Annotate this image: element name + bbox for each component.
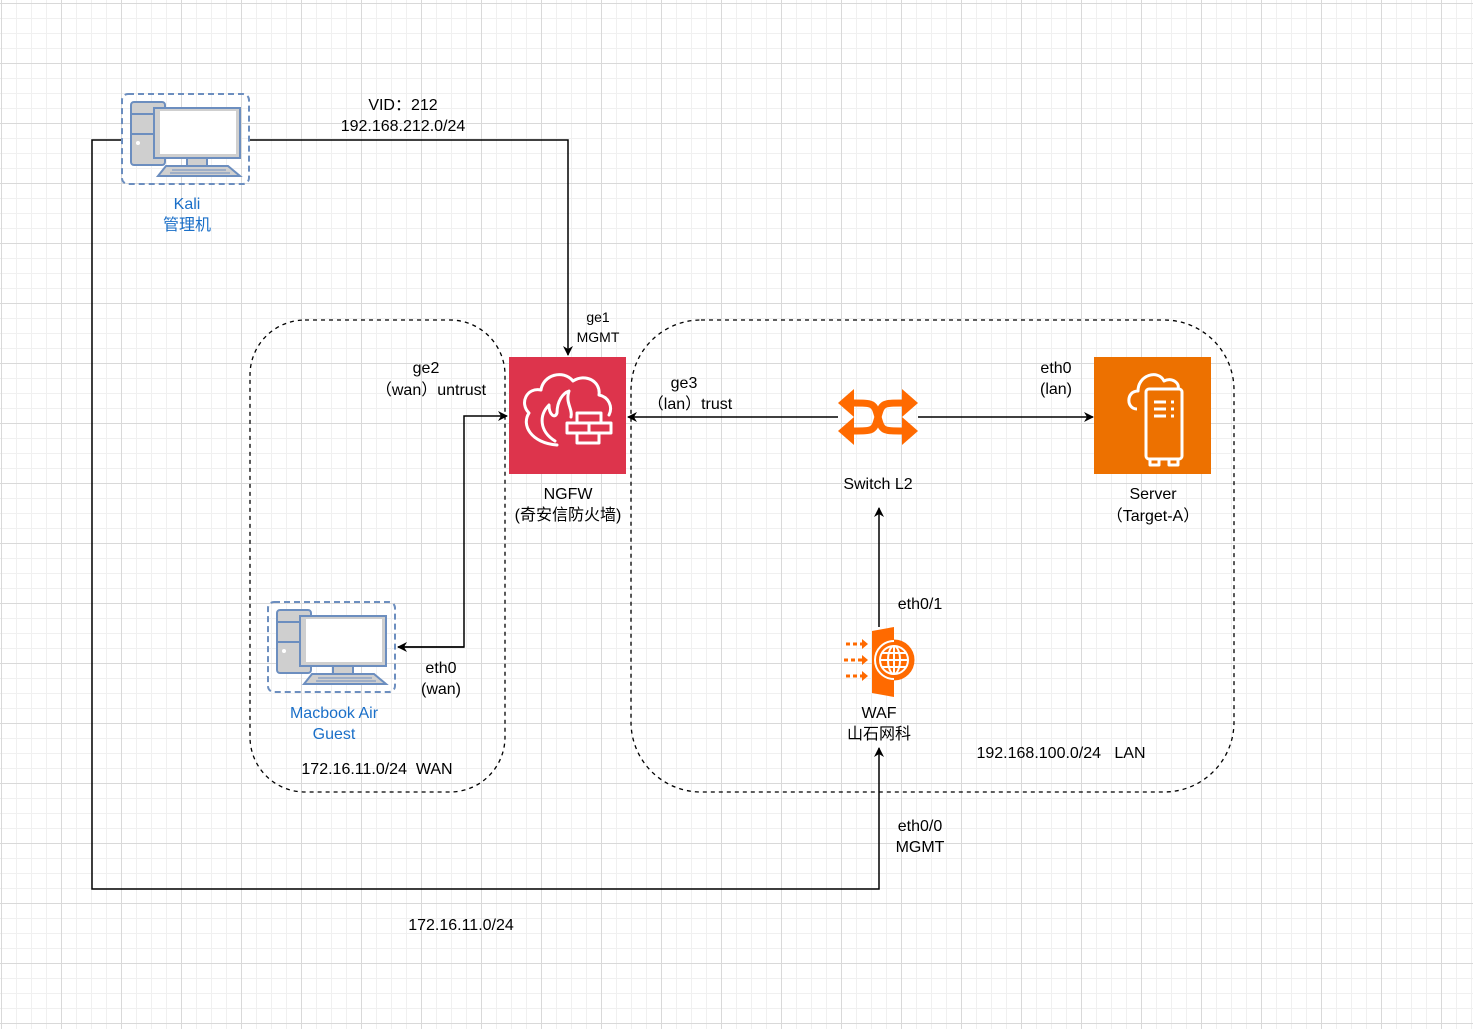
kali-pc-frame (121, 93, 250, 185)
vlan-subnet-label: 192.168.212.0/24 (340, 118, 466, 135)
waf-globe-icon (844, 627, 915, 697)
link-kali-ngfw (250, 139, 573, 356)
server-name: Server (1129, 486, 1177, 503)
kali-role: 管理机 (162, 217, 212, 234)
waf-node[interactable] (844, 627, 915, 697)
switch-arrowheads (838, 389, 918, 445)
cloud-server-icon (1127, 373, 1184, 467)
waf-vendor: 山石网科 (846, 726, 912, 743)
lan-zone (630, 319, 1235, 793)
macbook-role: Guest (312, 726, 356, 743)
link-kali-waf-mgmt (91, 139, 884, 890)
wan-zone-label: 172.16.11.0/24 WAN (301, 761, 453, 778)
desktop-computer-icon (276, 609, 389, 685)
mgmt-subnet-label: 172.16.11.0/24 (408, 917, 514, 934)
ngfw-name: NGFW (543, 486, 593, 503)
waf-name: WAF (861, 705, 897, 722)
server-tile (1094, 357, 1211, 474)
desktop-computer-icon (130, 101, 243, 177)
mac-eth0-role: (wan) (420, 681, 462, 698)
ge2-role: （wan）untrust (375, 382, 487, 399)
lan-zone-label: 192.168.100.0/24 LAN (976, 745, 1146, 762)
switch-label: Switch L2 (843, 476, 913, 493)
mac-eth0-label: eth0 (425, 660, 457, 677)
ngfw-node[interactable] (509, 357, 626, 474)
waf-eth00-label: eth0/0 (897, 818, 943, 835)
switch-shuffle-icon (851, 399, 905, 435)
ngfw-vendor: (奇安信防火墙) (514, 507, 622, 524)
macbook-name: Macbook Air (289, 705, 379, 722)
ge2-label: ge2 (412, 360, 440, 377)
link-ngfw-macbook (398, 411, 508, 648)
kali-pc[interactable] (121, 93, 250, 185)
server-target: （Target-A） (1106, 508, 1200, 525)
waf-eth00-role: MGMT (895, 839, 945, 856)
server-eth0-label: eth0 (1040, 360, 1072, 377)
ge3-label: ge3 (670, 375, 698, 392)
vid-label: VID：212 (368, 97, 438, 114)
firewall-icon (523, 373, 613, 447)
server-eth0-role: (lan) (1039, 381, 1073, 398)
ge1-role: MGMT (576, 329, 620, 345)
ge3-role: （lan）trust (647, 396, 733, 413)
server-node[interactable] (1094, 357, 1211, 474)
macbook-pc[interactable] (267, 601, 396, 693)
waf-eth01-label: eth0/1 (897, 596, 943, 613)
kali-name: Kali (173, 196, 201, 213)
ge1-label: ge1 (586, 309, 610, 325)
switch-node[interactable] (838, 389, 918, 445)
macbook-pc-frame (267, 601, 396, 693)
wan-zone (249, 319, 506, 793)
